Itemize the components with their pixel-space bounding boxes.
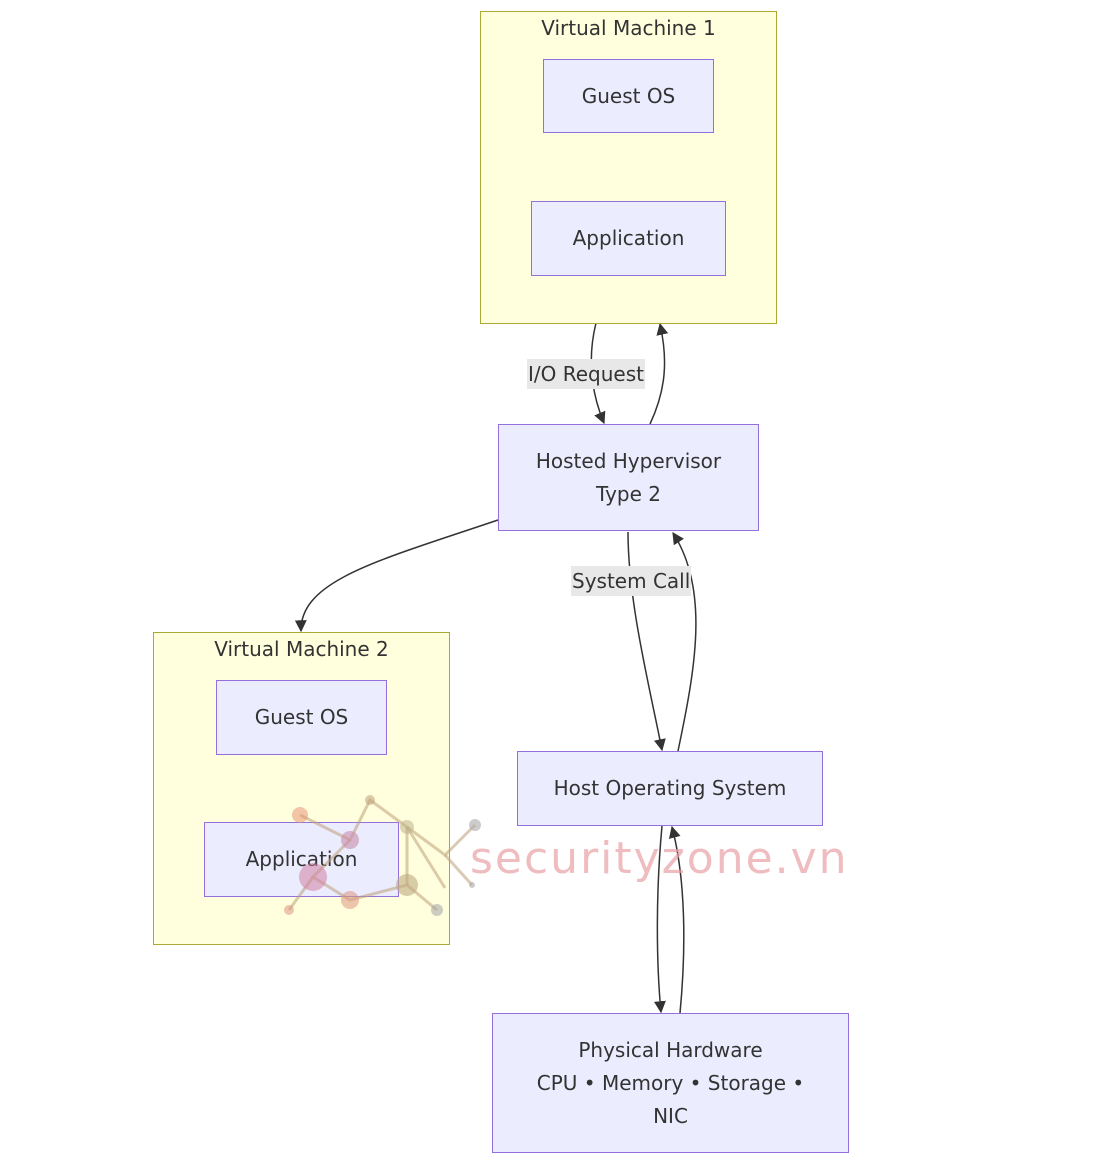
watermark-text: securityzone.vn [470,833,849,884]
vm1-application-label: Application [572,226,685,250]
hardware-node[interactable]: Physical Hardware CPU • Memory • Storage… [492,1013,849,1153]
edge-hypervisor-to-vm2 [294,519,499,633]
vm2-guest-os-label: Guest OS [254,705,349,729]
edge-hypervisor-to-vm1 [649,322,669,425]
edge-label-system-call: System Call [571,566,692,596]
edge-hypervisor-to-hostos [627,531,666,752]
vm1-cluster: Virtual Machine 1 [480,11,777,324]
vm1-application-node[interactable]: Application [531,201,726,276]
edge-label-io-request: I/O Request [527,359,645,389]
hardware-line3: NIC [653,1103,688,1128]
host-os-label: Host Operating System [553,776,787,800]
hypervisor-line2: Type 2 [595,481,662,506]
vm2-guest-os-node[interactable]: Guest OS [216,680,387,755]
vm2-title: Virtual Machine 2 [214,637,389,661]
hardware-line1: Physical Hardware [578,1037,763,1062]
vm1-title: Virtual Machine 1 [541,16,716,40]
edge-hostos-to-hypervisor [672,531,697,752]
edge-hostos-to-hardware [653,825,666,1014]
edge-hardware-to-hostos [668,825,685,1014]
vm1-guest-os-node[interactable]: Guest OS [543,59,714,133]
hypervisor-line1: Hosted Hypervisor [535,448,722,473]
hardware-line2: CPU • Memory • Storage • [536,1070,805,1095]
watermark-logo [284,795,481,916]
host-os-node[interactable]: Host Operating System [517,751,823,826]
hypervisor-node[interactable]: Hosted Hypervisor Type 2 [498,424,759,531]
vm1-guest-os-label: Guest OS [581,83,676,108]
